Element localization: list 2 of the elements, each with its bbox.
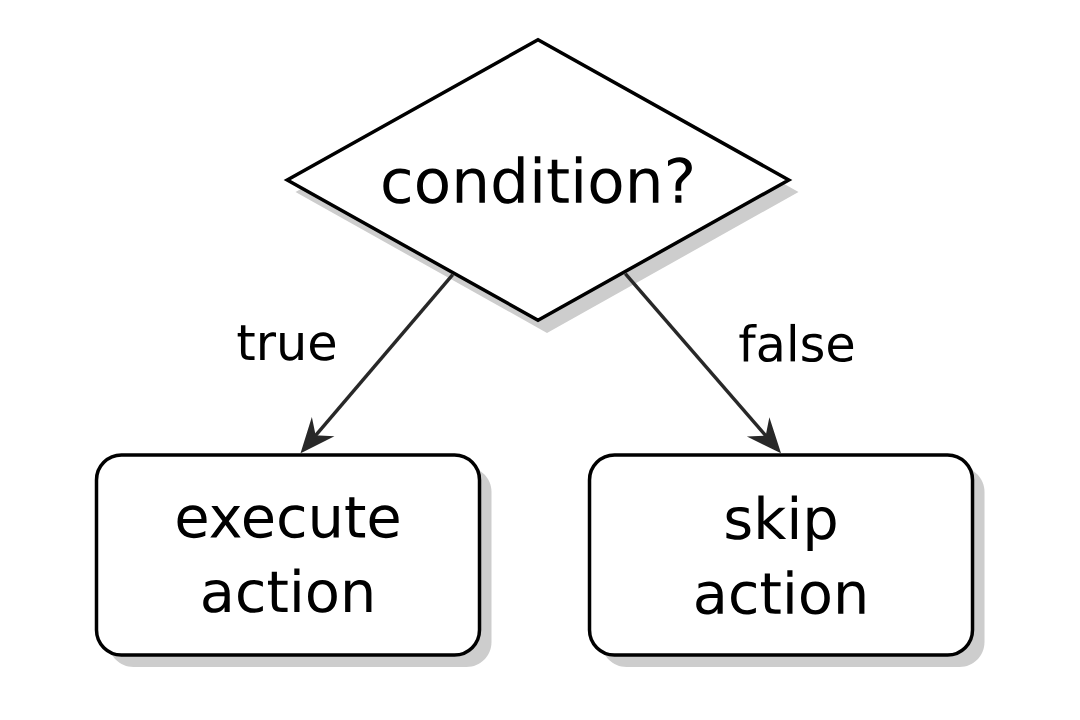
action-box: skip action <box>587 453 985 667</box>
action-box: execute action <box>94 453 492 667</box>
